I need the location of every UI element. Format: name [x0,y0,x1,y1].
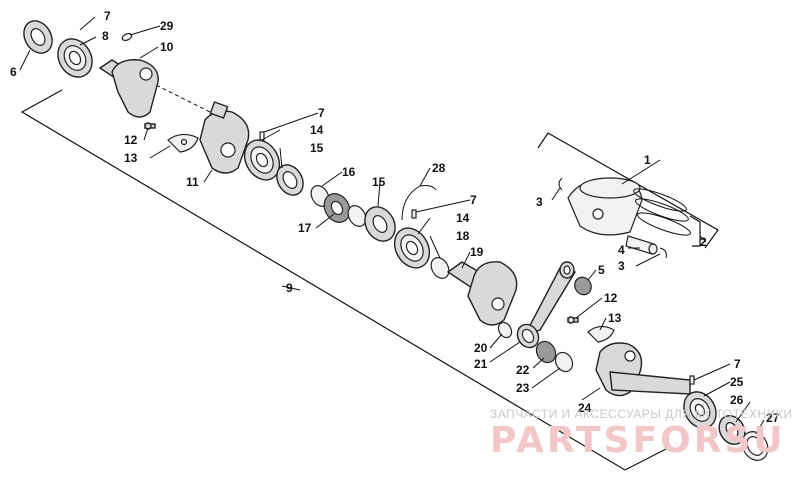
callout-11: 11 [186,175,199,189]
callout-14b: 14 [456,211,470,225]
watermark: ЗАПЧАСТИ И АКСЕССУАРЫ ДЛЯ МОТОТЕХНИКИ PA… [490,407,792,461]
callout-22: 22 [516,363,530,377]
end-washer-hole [746,436,764,456]
callout-21: 21 [474,357,488,371]
callout-28: 28 [432,161,446,175]
woodruff-key [121,32,133,42]
leader-lines [19,16,765,435]
callout-2: 2 [700,235,707,249]
callout-15b: 15 [372,175,386,189]
callout-5: 5 [598,263,605,277]
callout-7b: 7 [318,106,325,120]
weight-plate-left [167,133,199,153]
thrust-washer-right [554,351,574,373]
callout-18: 18 [456,229,470,243]
callout-7a: 7 [104,9,111,23]
output-seal [718,414,746,446]
watermark-caption: ЗАПЧАСТИ И АКСЕССУАРЫ ДЛЯ МОТОТЕХНИКИ [490,407,792,421]
circlip [430,257,450,279]
callout-12b: 12 [604,291,618,305]
callout-20: 20 [474,341,488,355]
weight-plate-right [587,325,615,343]
callout-25: 25 [730,375,744,389]
callout-4: 4 [618,243,625,257]
callout-23: 23 [516,381,530,395]
callout-14a: 14 [310,123,324,137]
crank-half-output [595,342,691,397]
callout-13a: 13 [124,151,138,165]
crank-half-center [199,101,250,174]
piston-rings [633,188,691,236]
watermark-logo: PARTSFORSU [490,420,786,461]
circlip-bottom [659,247,667,259]
callout-8: 8 [102,29,109,43]
callout-6: 6 [10,65,17,79]
screw-left [144,122,156,130]
callout-1: 1 [644,153,651,167]
callout-19: 19 [470,245,484,259]
callout-29: 29 [160,19,174,33]
callout-16: 16 [342,165,356,179]
crankshaft-assembly-bracket [20,89,669,471]
crank-half-right [446,261,518,326]
callout-26: 26 [730,393,744,407]
callout-labels: 6 7 8 29 10 12 13 11 7 14 15 16 17 15 28… [10,9,780,425]
callout-3a: 3 [536,195,543,209]
callout-9: 9 [286,281,293,295]
callout-7c: 7 [470,193,477,207]
connecting-rod [516,261,577,349]
big-end-bearing [535,340,557,364]
callout-24: 24 [578,401,592,415]
callout-7d: 7 [734,357,741,371]
callout-12a: 12 [124,133,138,147]
callout-10: 10 [160,40,174,54]
oil-seal-left [23,20,53,54]
dowel-pin-3 [411,209,417,219]
spacer-washer [347,205,367,227]
callout-17: 17 [298,221,312,235]
drive-gear [323,193,351,223]
piston-pin [625,235,658,255]
callout-3b: 3 [618,259,625,273]
center-seal [276,164,304,196]
callout-13b: 13 [608,311,622,325]
main-bearing-right [393,227,431,269]
center-seal-2 [364,206,396,242]
axis-line [149,81,211,113]
retaining-clip [401,185,437,221]
dowel-pin-4 [689,375,695,385]
crank-half-left [98,59,159,118]
output-bearing [683,391,717,429]
main-bearing-left [57,38,93,78]
main-bearing-center [243,139,281,181]
circlip-top [558,177,563,191]
callout-15a: 15 [310,141,324,155]
small-end-bearing [574,276,592,296]
screw-right [567,316,579,324]
callout-27: 27 [766,411,780,425]
piston [567,177,643,236]
ring-bracket [689,215,701,247]
